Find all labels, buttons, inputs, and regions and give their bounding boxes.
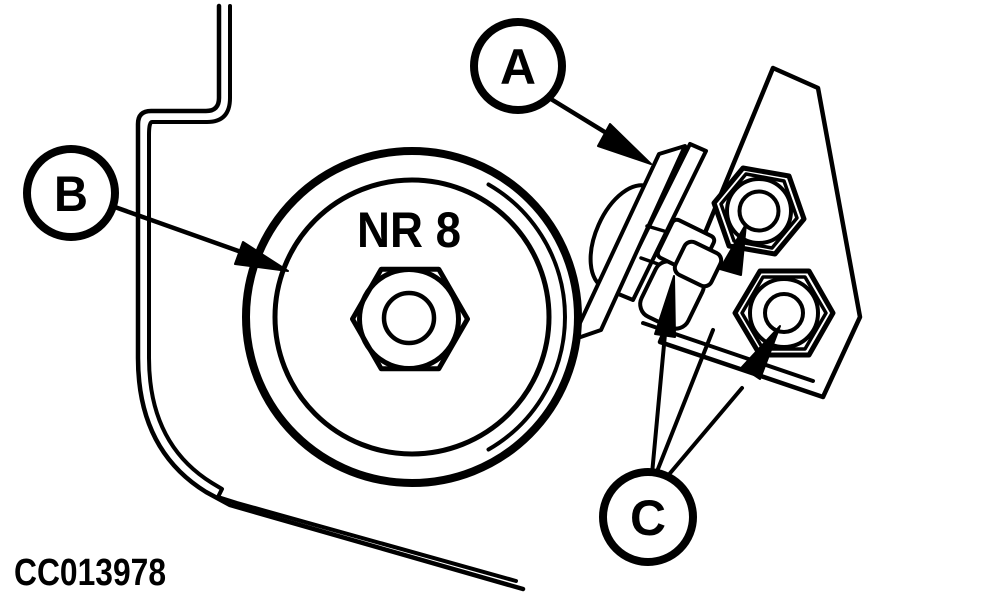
arrowhead-c-right	[741, 325, 781, 380]
bolt-tab-lines	[639, 224, 666, 266]
leader-arrow-c-left	[650, 275, 676, 476]
adjust-bolt-washer	[672, 239, 724, 289]
arrowhead-c-middle	[719, 223, 747, 276]
callout-a: A	[470, 18, 566, 114]
lower-nut	[732, 268, 836, 358]
callout-c-label: C	[630, 490, 666, 546]
leader-arrow-b	[109, 203, 289, 272]
body-panel-edge	[135, 3, 526, 592]
pulley-inner-rim	[272, 177, 552, 457]
arrowhead-a	[597, 123, 652, 165]
upper-nut	[711, 165, 807, 257]
arrowhead-c-left	[654, 275, 676, 338]
bracket-front-strip	[570, 144, 687, 342]
callout-b-circle	[23, 145, 119, 241]
center-nut-hex	[350, 266, 470, 372]
callout-c: C	[599, 468, 697, 566]
belt-groove-arc	[486, 182, 567, 452]
center-nut-hole	[381, 290, 437, 346]
center-nut-chamfer	[357, 267, 461, 371]
pulley: NR 8	[242, 147, 582, 487]
upper-nut-hole	[737, 189, 781, 233]
lower-nut-hole	[763, 292, 805, 334]
pulley-label: NR 8	[357, 202, 461, 258]
leader-arrow-c-right	[664, 325, 781, 480]
callout-a-label: A	[500, 39, 536, 95]
callout-a-circle	[470, 18, 566, 114]
callout-b-label: B	[54, 166, 88, 222]
figure-code: CC013978	[14, 552, 166, 594]
leader-arrow-a	[543, 93, 652, 165]
leader-arrow-c-middle	[654, 223, 747, 476]
callout-c-circle	[599, 468, 697, 566]
callout-b: B	[23, 145, 119, 241]
arrowhead-b	[234, 241, 289, 272]
